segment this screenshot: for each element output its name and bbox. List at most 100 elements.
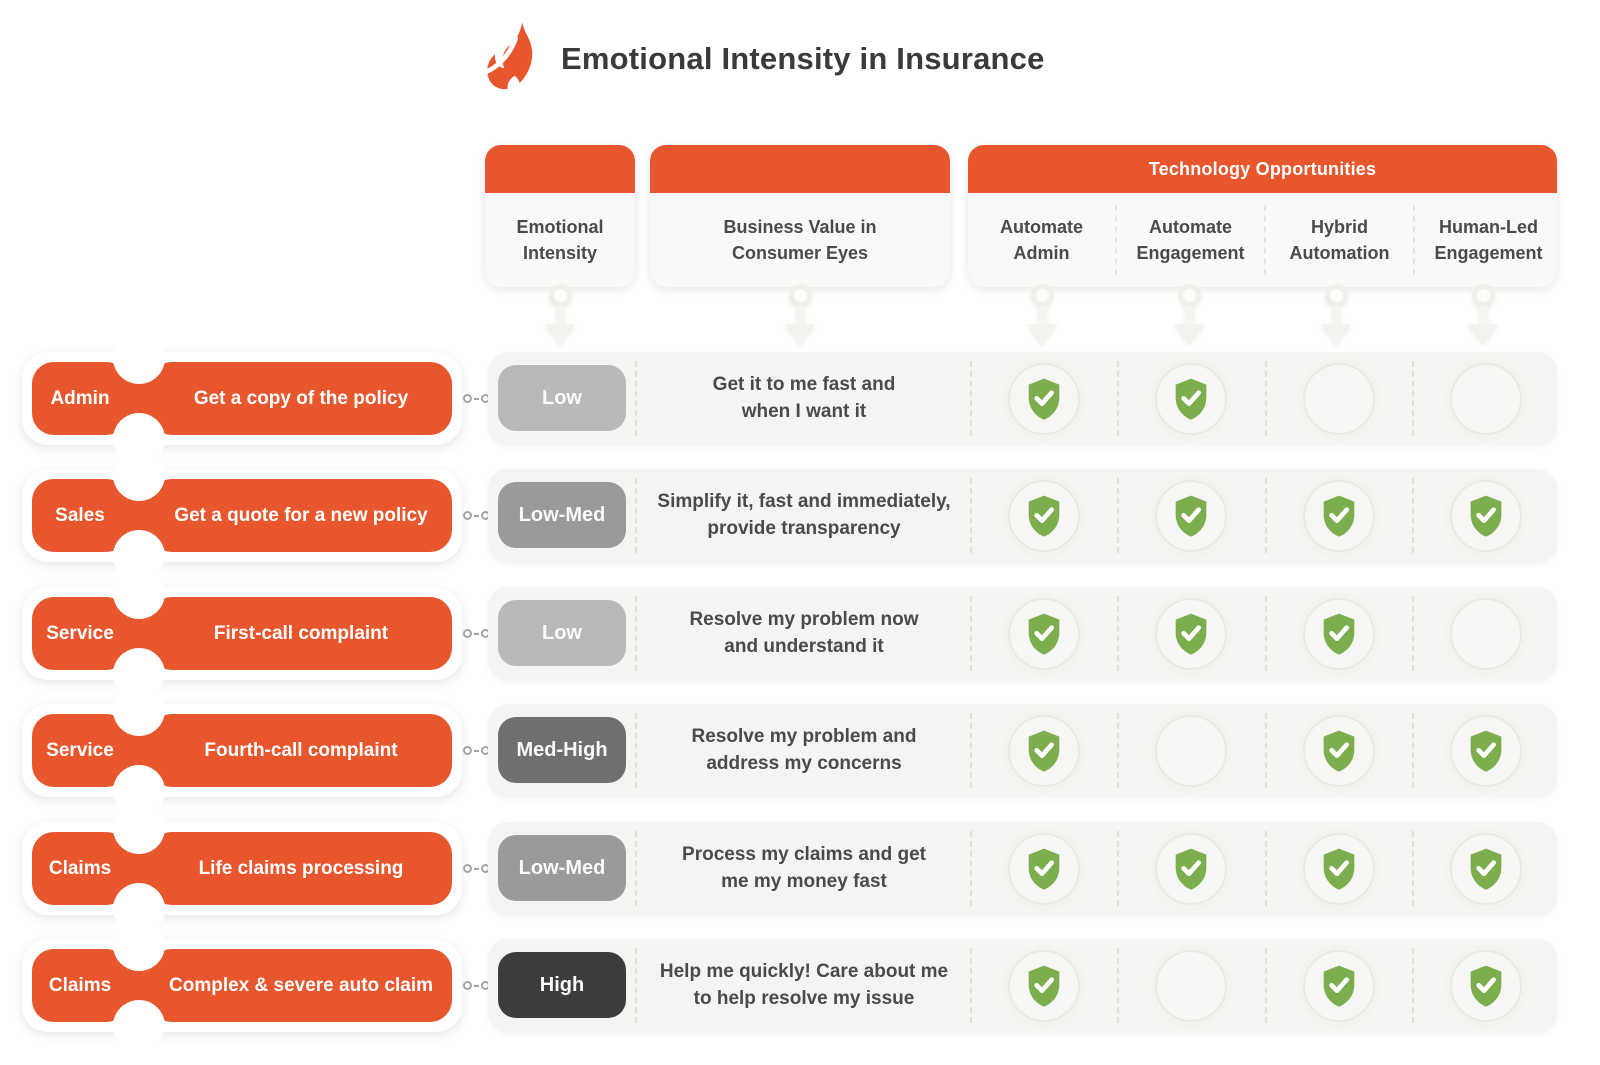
divider <box>1117 478 1119 553</box>
marker-circle <box>1449 832 1522 905</box>
tech-cell-automate-engagement <box>1117 469 1264 562</box>
link-connector-icon <box>462 939 490 1032</box>
divider <box>1265 361 1267 436</box>
tech-cell-automate-admin <box>970 587 1117 680</box>
scenario-pill: Get a copy of the policy <box>150 362 452 435</box>
page-title: Emotional Intensity in Insurance <box>561 41 1045 76</box>
marker-circle <box>1302 362 1375 435</box>
marker-circle <box>1302 949 1375 1022</box>
row-detail-card: Med-High Resolve my problem and address … <box>488 704 1557 797</box>
category-pill: Service <box>32 714 128 787</box>
row-detail-card: Low Resolve my problem now and understan… <box>488 587 1557 680</box>
tech-cell-automate-admin <box>970 469 1117 562</box>
matrix-row-service-fourth-call: Service Fourth-call complaint Med-High R… <box>0 704 1600 797</box>
row-detail-card: Low-Med Process my claims and get me my … <box>488 822 1557 915</box>
link-connector-icon <box>462 352 490 445</box>
intensity-badge: Med-High <box>498 717 626 783</box>
tech-cell-automate-admin <box>970 939 1117 1032</box>
subcolumn-automate-engagement: Automate Engagement <box>1115 205 1264 275</box>
marker-circle <box>1154 362 1227 435</box>
divider <box>1412 478 1414 553</box>
matrix-row-claims-life: Claims Life claims processing Low-Med Pr… <box>0 822 1600 915</box>
pin-arrow-icon <box>1319 284 1353 345</box>
link-connector-icon <box>462 587 490 680</box>
category-pill: Claims <box>32 832 128 905</box>
shield-check-icon <box>1466 847 1506 891</box>
shield-check-icon <box>1024 729 1064 773</box>
matrix-row-claims-complex: Claims Complex & severe auto claim High … <box>0 939 1600 1032</box>
scenario-card: Claims Complex & severe auto claim <box>22 939 462 1032</box>
marker-circle <box>1449 479 1522 552</box>
header-card-business-value: Business Value in Consumer Eyes <box>650 145 950 287</box>
shield-check-icon <box>1319 847 1359 891</box>
divider <box>1265 596 1267 671</box>
intensity-badge: Low-Med <box>498 835 626 901</box>
pin-arrow-icon <box>1466 284 1500 345</box>
pill-joint <box>128 832 150 905</box>
tech-cell-hybrid-automation <box>1265 587 1412 680</box>
tech-cell-human-led-engagement <box>1412 352 1559 445</box>
tech-cell-automate-engagement <box>1117 587 1264 680</box>
tech-cell-automate-engagement <box>1117 704 1264 797</box>
tech-cell-automate-engagement <box>1117 822 1264 915</box>
scenario-pill: Get a quote for a new policy <box>150 479 452 552</box>
scenario-card: Claims Life claims processing <box>22 822 462 915</box>
marker-circle <box>1302 479 1375 552</box>
tech-cell-human-led-engagement <box>1412 469 1559 562</box>
pin-arrow-icon <box>1025 284 1059 345</box>
category-pill: Claims <box>32 949 128 1022</box>
marker-circle <box>1007 479 1080 552</box>
scenario-card: Sales Get a quote for a new policy <box>22 469 462 562</box>
divider <box>635 831 637 906</box>
divider <box>635 713 637 788</box>
matrix-row-admin: Admin Get a copy of the policy Low Get i… <box>0 352 1600 445</box>
divider <box>1265 948 1267 1023</box>
pin-arrow-icon <box>1172 284 1206 345</box>
marker-circle <box>1007 832 1080 905</box>
divider <box>1265 713 1267 788</box>
category-label: Sales <box>55 504 105 526</box>
link-connector-icon <box>462 469 490 562</box>
business-value-text: Simplify it, fast and immediately, provi… <box>657 490 951 539</box>
row-detail-card: High Help me quickly! Care about me to h… <box>488 939 1557 1032</box>
tech-cell-automate-engagement <box>1117 939 1264 1032</box>
shield-check-icon <box>1024 612 1064 656</box>
intensity-badge: Low <box>498 600 626 666</box>
marker-circle <box>1302 597 1375 670</box>
link-connector-icon <box>462 704 490 797</box>
category-label: Service <box>46 739 114 761</box>
marker-circle <box>1154 832 1227 905</box>
scenario-pill: Complex & severe auto claim <box>150 949 452 1022</box>
category-pill: Admin <box>32 362 128 435</box>
marker-circle <box>1302 832 1375 905</box>
intensity-badge: High <box>498 952 626 1018</box>
scenario-label: Life claims processing <box>198 857 404 879</box>
scenario-pill: Life claims processing <box>150 832 452 905</box>
category-label: Service <box>46 622 114 644</box>
tech-cell-human-led-engagement <box>1412 704 1559 797</box>
marker-circle <box>1449 597 1522 670</box>
business-value-text: Get it to me fast and when I want it <box>712 373 896 422</box>
divider <box>635 948 637 1023</box>
marker-circle <box>1449 362 1522 435</box>
row-detail-card: Low Get it to me fast and when I want it <box>488 352 1557 445</box>
tech-cell-human-led-engagement <box>1412 822 1559 915</box>
divider <box>1117 596 1119 671</box>
page-header: Emotional Intensity in Insurance <box>483 22 1045 96</box>
shield-check-icon <box>1171 612 1211 656</box>
column-label-business-value: Business Value in Consumer Eyes <box>723 216 877 263</box>
tech-cell-hybrid-automation <box>1265 704 1412 797</box>
pill-joint <box>128 597 150 670</box>
pin-arrow-icon <box>783 284 817 345</box>
intensity-badge: Low-Med <box>498 482 626 548</box>
tech-cell-automate-admin <box>970 352 1117 445</box>
marker-circle <box>1449 714 1522 787</box>
card-accent-bar <box>650 145 950 193</box>
business-value-text: Process my claims and get me my money fa… <box>682 843 926 892</box>
divider <box>970 596 972 671</box>
tech-cell-hybrid-automation <box>1265 352 1412 445</box>
tech-cell-hybrid-automation <box>1265 822 1412 915</box>
shield-check-icon <box>1171 847 1211 891</box>
category-label: Claims <box>48 974 112 996</box>
column-label-emotional-intensity: Emotional Intensity <box>516 216 604 263</box>
